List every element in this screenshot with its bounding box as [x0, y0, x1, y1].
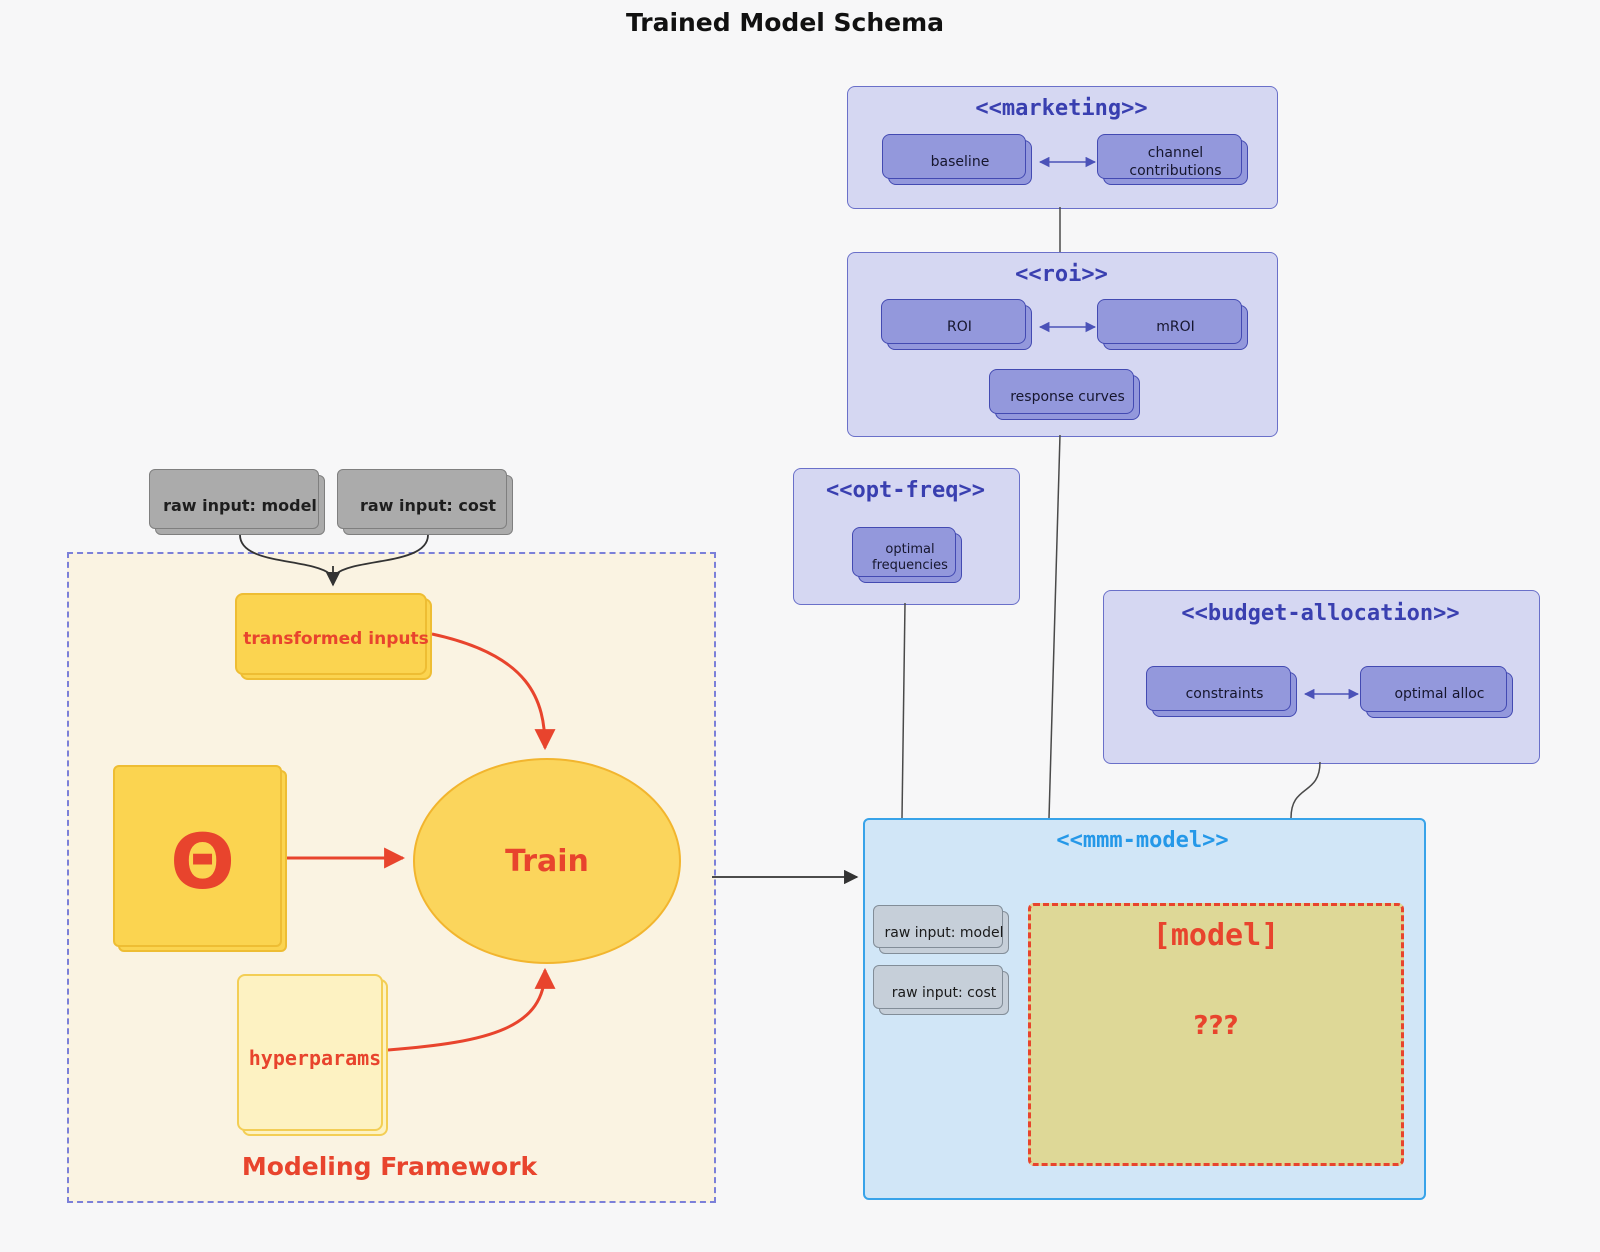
node-roi: ROI: [881, 299, 1032, 350]
budget-allocation-title: <<budget-allocation>>: [1181, 601, 1460, 626]
marketing-title: <<marketing>>: [975, 96, 1148, 121]
mmm-model-title: <<mmm-model>>: [1056, 828, 1229, 853]
node-train: Train: [413, 758, 681, 964]
node-transformed-inputs: transformed inputs: [235, 593, 432, 680]
node-baseline: baseline: [882, 134, 1032, 185]
model-unknown-label: ???: [1193, 1011, 1239, 1041]
node-constraints: constraints: [1146, 666, 1297, 717]
node-model-placeholder: [model] ???: [1028, 903, 1404, 1166]
edge-opt-freq-to-mmm-model: [901, 602, 906, 819]
node-hyperparams: hyperparams: [237, 974, 388, 1136]
opt-freq-title: <<opt-freq>>: [826, 478, 985, 503]
model-placeholder-label: [model]: [1152, 918, 1280, 953]
node-optimal-alloc: optimal alloc: [1360, 666, 1513, 718]
node-optimal-frequencies: optimal frequencies: [852, 527, 962, 583]
node-raw-input-cost-mmm: raw input: cost: [873, 965, 1009, 1015]
edge-roi-to-mmm-model: [1048, 434, 1061, 819]
node-theta: Θ: [113, 765, 287, 952]
page-title: Trained Model Schema: [625, 8, 945, 37]
node-response-curves: response curves: [989, 369, 1140, 420]
modeling-framework-label: Modeling Framework: [241, 1152, 538, 1181]
node-raw-input-model-mmm: raw input: model: [873, 905, 1009, 954]
roi-title: <<roi>>: [1015, 262, 1108, 287]
node-mroi: mROI: [1097, 299, 1248, 350]
node-channel-contributions: channel contributions: [1097, 134, 1248, 185]
node-raw-input-model-top: raw input: model: [149, 469, 325, 535]
edge-budget-allocation-to-mmm-model: [1290, 761, 1321, 819]
node-raw-input-cost-top: raw input: cost: [337, 469, 513, 535]
